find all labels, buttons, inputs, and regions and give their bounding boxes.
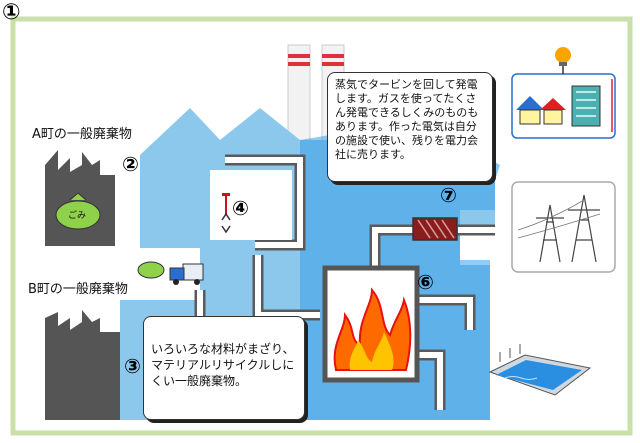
- bag-label: ごみ: [68, 211, 87, 221]
- badge-4: ④: [232, 196, 249, 220]
- town-a-label: A町の一般廃棄物: [32, 127, 132, 142]
- power-tower-icon: [511, 181, 616, 273]
- lightbulb-icon: [555, 47, 571, 74]
- power-generation-bubble: 蒸気でタービンを回して発電します。ガスを使ってたくさん発電できるしくみのものもあ…: [327, 72, 493, 182]
- water-pool-icon: [488, 344, 592, 396]
- waste-description-bubble: いろいろな材料がまざり、マテリアルリサイクルしにくい一般廃棄物。: [143, 316, 305, 420]
- turbine-icon: [412, 217, 458, 241]
- house-icon: [516, 96, 566, 125]
- figure-number: ①: [2, 0, 21, 25]
- town-b-label: B町の一般廃棄物: [28, 282, 128, 297]
- house-panel: [511, 73, 616, 139]
- garbage-building-b: [45, 310, 120, 420]
- building-icon: [571, 85, 601, 127]
- garbage-bag-icon: [55, 192, 165, 279]
- crane-icon: [221, 193, 231, 234]
- badge-6: ⑥: [417, 270, 434, 294]
- waste-pit: [210, 170, 292, 240]
- outer-frame: [10, 16, 633, 436]
- badge-3: ③: [124, 354, 141, 378]
- badge-2: ②: [122, 152, 139, 176]
- badge-7: ⑦: [440, 183, 457, 207]
- furnace-fire-icon: [333, 287, 412, 371]
- truck-icon: [169, 263, 204, 285]
